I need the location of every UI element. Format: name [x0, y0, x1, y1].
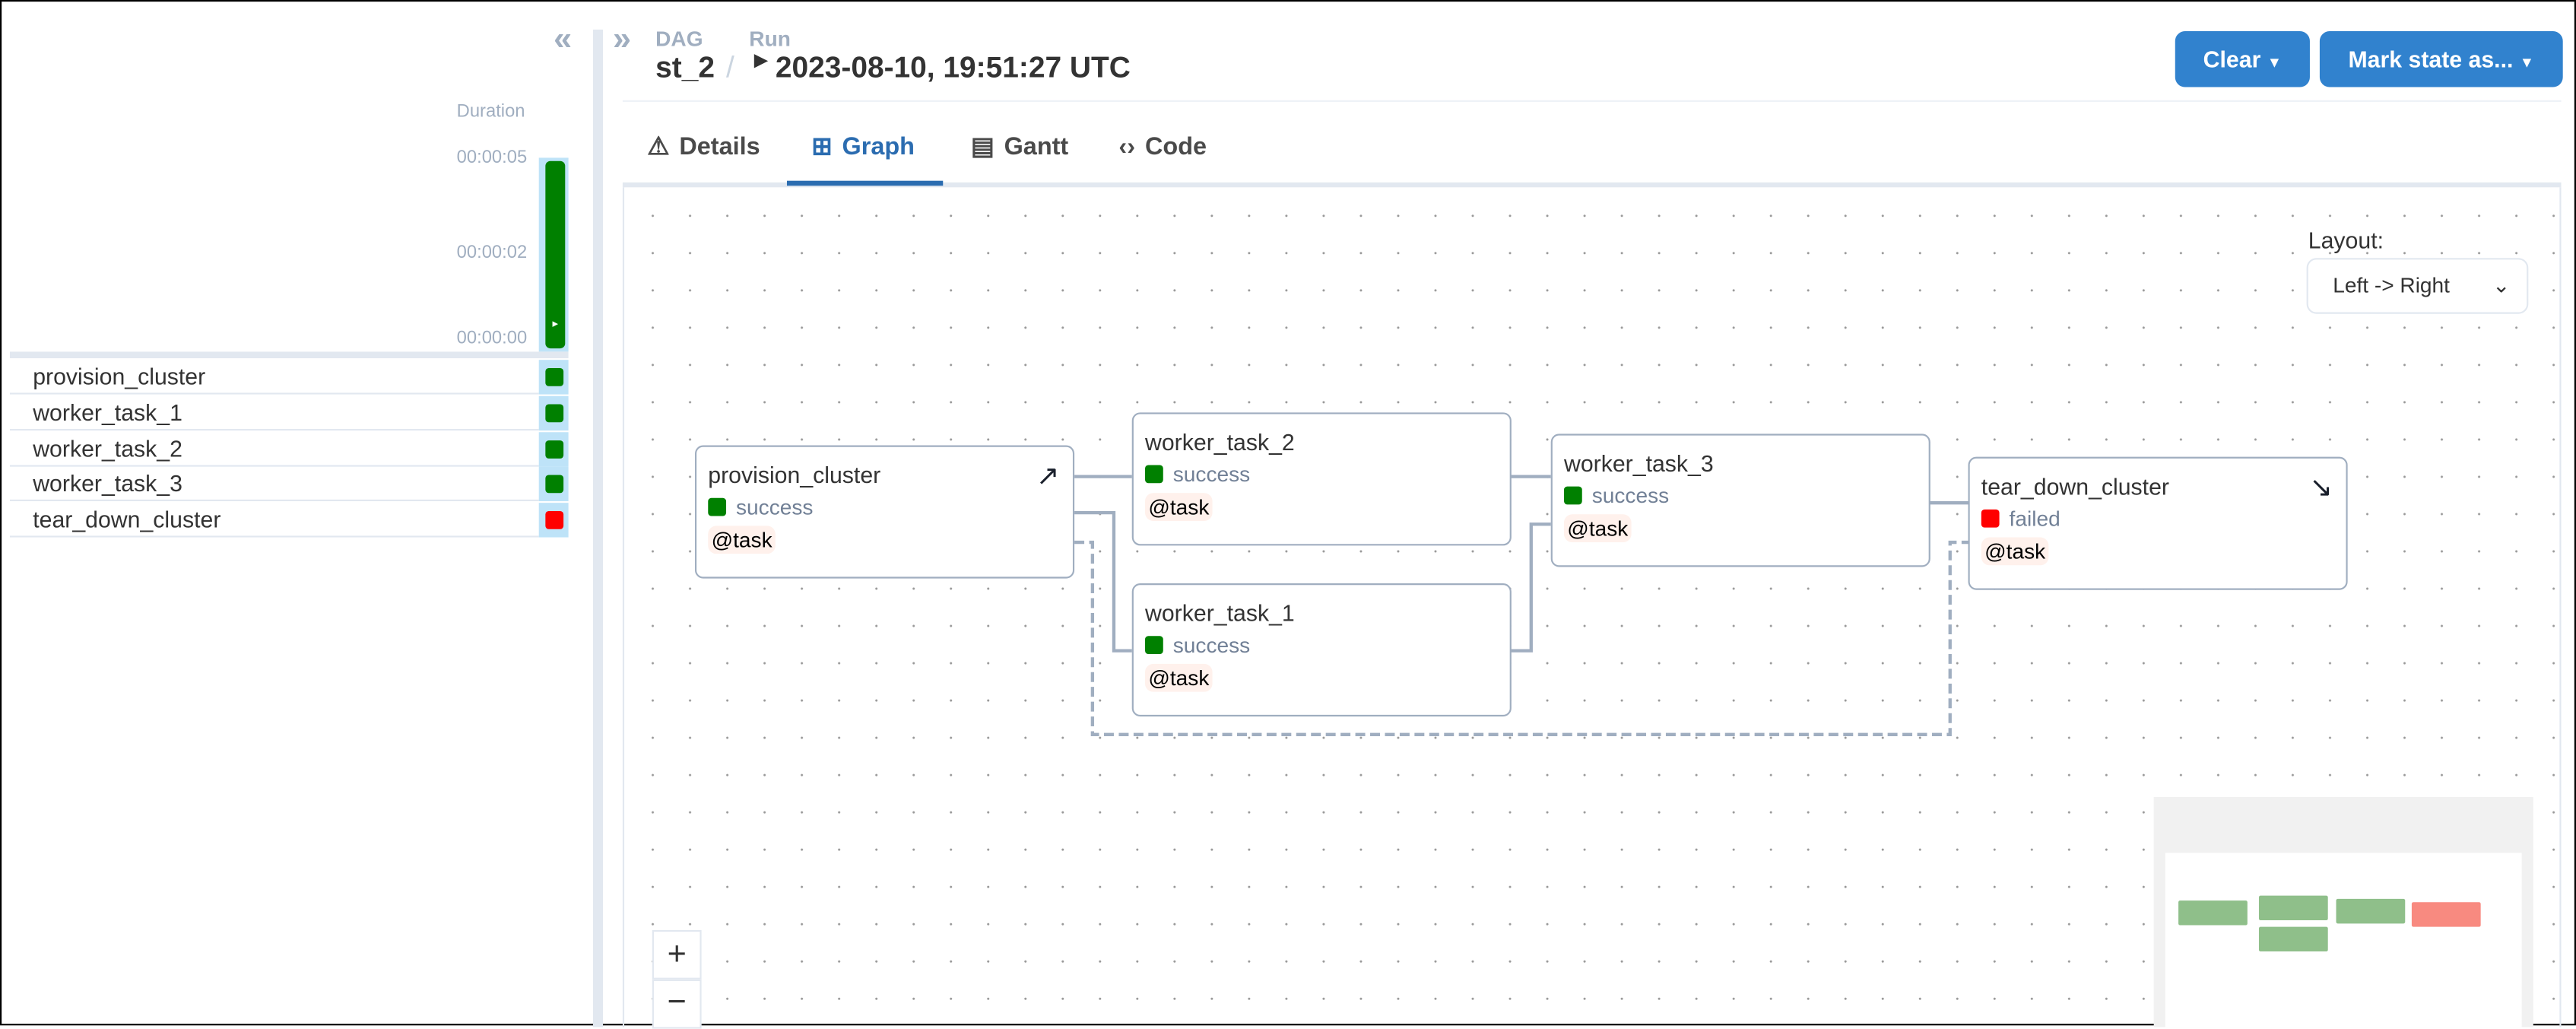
double-chevron-left-icon[interactable]: « — [554, 21, 573, 58]
duration-tick: 00:00:05 — [456, 148, 528, 168]
status-square — [1563, 486, 1582, 505]
setup-teardown-edge — [1074, 540, 1968, 736]
warning-triangle-icon: ⚠ — [647, 133, 670, 161]
task-node[interactable]: tear_down_cluster failed @task ↘ — [1968, 456, 2348, 590]
duration-tick: 00:00:00 — [456, 329, 528, 349]
dag-id-link[interactable]: st_2 — [655, 50, 715, 84]
task-node-status: success — [708, 494, 1061, 519]
zoom-in-button[interactable]: + — [652, 929, 702, 980]
task-row[interactable]: worker_task_1 — [9, 395, 539, 430]
gantt-icon: ▤ — [970, 133, 995, 161]
tabs-border — [622, 182, 2562, 188]
dag-label: DAG — [655, 26, 703, 51]
task-node[interactable]: provision_cluster success @task ↗ — [694, 445, 1075, 579]
divider — [9, 351, 569, 359]
arrow-down-right-icon: ↘ — [2309, 472, 2333, 503]
task-node-status: failed — [1981, 506, 2335, 531]
operator-badge: @task — [1145, 663, 1213, 692]
status-square — [708, 497, 727, 516]
graph-icon: ⊞ — [811, 133, 833, 161]
task-name: tear_down_cluster — [33, 506, 221, 533]
tab-graph[interactable]: ⊞Graph — [811, 130, 915, 183]
task-node-name: worker_task_3 — [1563, 450, 1714, 477]
zoom-out-button[interactable]: − — [652, 979, 702, 1029]
run-id: 2023-08-10, 19:51:27 UTC — [775, 50, 1131, 84]
task-name: worker_task_3 — [33, 470, 182, 497]
code-icon: ‹› — [1118, 133, 1136, 161]
task-status-square[interactable] — [545, 367, 564, 386]
clear-button[interactable]: Clear ▼ — [2175, 31, 2310, 87]
edge — [1509, 522, 1551, 653]
minimap-node — [2178, 900, 2248, 926]
panel-resize-handle[interactable] — [593, 29, 603, 1027]
task-status-square[interactable] — [545, 404, 564, 422]
minimap-viewport[interactable] — [2165, 853, 2522, 1027]
task-instance-cell[interactable] — [538, 467, 569, 502]
run-duration-bar[interactable]: ▸ — [545, 160, 566, 349]
operator-badge: @task — [1981, 537, 2049, 566]
task-node-name: tear_down_cluster — [1981, 473, 2170, 500]
divider — [622, 100, 2562, 102]
task-node-name: worker_task_2 — [1145, 428, 1295, 456]
task-row[interactable]: provision_cluster — [9, 360, 539, 395]
active-tab-indicator — [786, 180, 944, 186]
arrow-up-right-icon: ↗ — [1036, 459, 1060, 492]
task-instance-cell[interactable] — [538, 360, 569, 395]
layout-label: Layout: — [2308, 227, 2384, 253]
minimap-node — [2258, 895, 2328, 920]
status-square — [1145, 636, 1163, 654]
task-instance-cell[interactable] — [538, 395, 569, 430]
play-icon: ▶ — [753, 50, 769, 71]
mark-state-button[interactable]: Mark state as... ▼ — [2319, 31, 2563, 87]
tab-details[interactable]: ⚠Details — [647, 130, 760, 183]
task-instance-cell[interactable] — [538, 503, 569, 538]
minimap-node — [2258, 926, 2328, 952]
task-status-square[interactable] — [545, 475, 564, 494]
task-node-status: success — [1563, 483, 1918, 508]
duration-label: Duration — [456, 101, 525, 122]
operator-badge: @task — [1145, 493, 1213, 521]
layout-select[interactable]: Left -> Right⌄ — [2306, 258, 2529, 314]
task-name: worker_task_1 — [33, 399, 182, 426]
status-square — [1145, 465, 1163, 484]
tab-gantt[interactable]: ▤Gantt — [971, 130, 1068, 183]
task-status-square[interactable] — [545, 440, 564, 458]
task-node-status: success — [1145, 633, 1499, 657]
caret-down-icon: ▼ — [2267, 54, 2283, 71]
run-label: Run — [749, 26, 791, 51]
status-square — [1981, 509, 2000, 528]
task-row[interactable]: tear_down_cluster — [9, 503, 539, 538]
task-node-name: provision_cluster — [708, 462, 881, 488]
task-row[interactable]: worker_task_2 — [9, 431, 539, 466]
breadcrumb-separator: / — [726, 50, 734, 84]
tab-code[interactable]: ‹›Code — [1118, 130, 1207, 183]
task-row[interactable]: worker_task_3 — [9, 467, 539, 502]
task-node[interactable]: worker_task_1 success @task — [1131, 583, 1512, 717]
task-node-status: success — [1145, 462, 1499, 487]
task-name: worker_task_2 — [33, 434, 182, 462]
minimap-node — [2411, 902, 2481, 927]
task-node-name: worker_task_1 — [1145, 599, 1295, 627]
task-node[interactable]: worker_task_3 success @task — [1550, 434, 1930, 567]
double-chevron-right-icon[interactable]: » — [612, 21, 631, 58]
duration-tick: 00:00:02 — [456, 243, 528, 263]
task-node[interactable]: worker_task_2 success @task — [1131, 412, 1512, 546]
minimap-node — [2336, 898, 2406, 924]
task-name: provision_cluster — [33, 363, 206, 390]
caret-down-icon: ▼ — [2519, 54, 2535, 71]
operator-badge: @task — [708, 526, 776, 554]
edge — [1074, 510, 1132, 653]
operator-badge: @task — [1563, 514, 1632, 543]
chevron-down-icon: ⌄ — [2492, 272, 2511, 298]
minimap[interactable] — [2153, 796, 2533, 1027]
task-instance-cell[interactable] — [538, 431, 569, 466]
task-status-square[interactable] — [545, 511, 564, 530]
